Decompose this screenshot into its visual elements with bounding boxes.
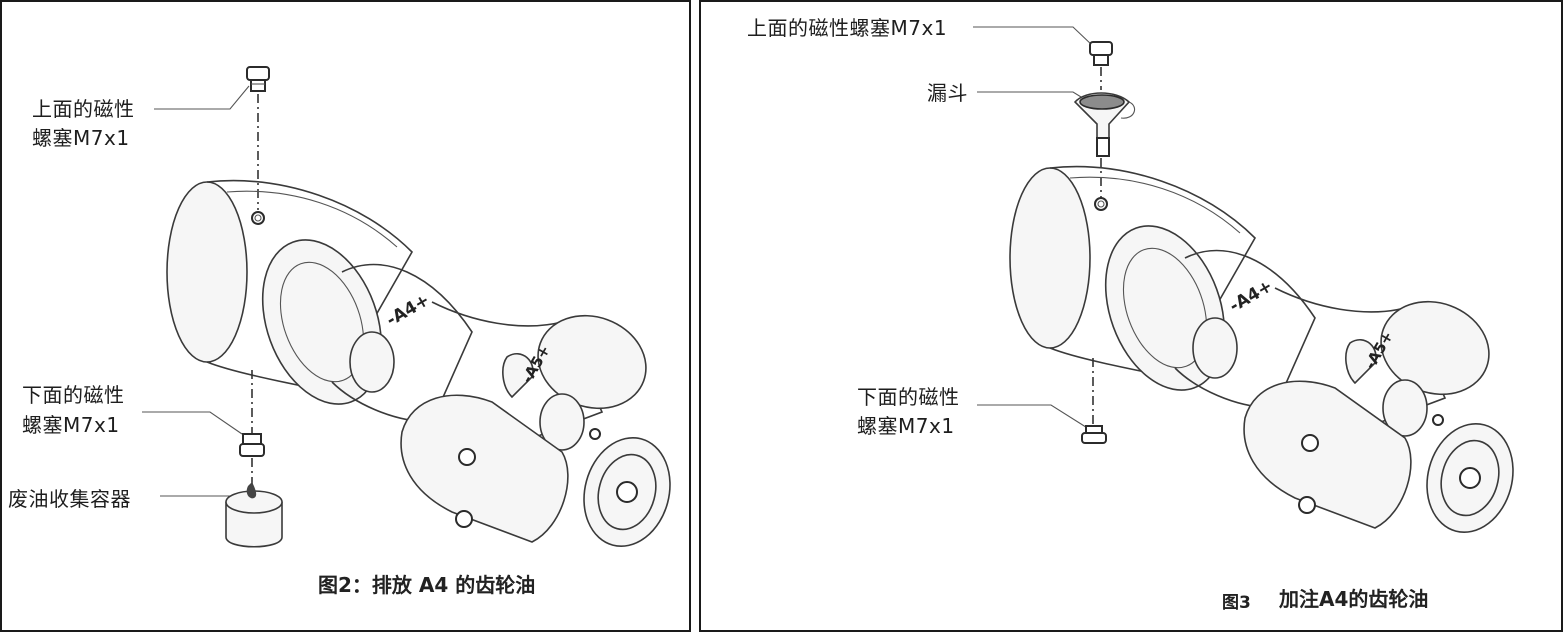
funnel-icon — [1073, 92, 1136, 157]
leader-upper-plug — [973, 26, 1094, 47]
robot-arm-icon — [1009, 165, 1514, 534]
waste-oil-container-icon — [225, 482, 283, 548]
magnetic-plug-icon — [246, 66, 270, 92]
figure-2-panel: -A4+ -A5+ 上面的磁性 螺塞M7x1 下面的磁性 螺塞M7x1 废油收集… — [0, 0, 691, 632]
leader-lower-plug — [142, 411, 243, 435]
leader-upper-plug — [154, 85, 250, 110]
label-waste-container: 废油收集容器 — [8, 487, 131, 511]
caption-figure-3-text: 加注A4的齿轮油 — [1279, 587, 1429, 611]
magnetic-plug-icon — [1081, 425, 1107, 444]
label-lower-plug-line1: 下面的磁性 — [857, 385, 960, 409]
caption-figure-3-number: 图3 — [1222, 593, 1251, 613]
label-lower-plug-line2: 螺塞M7x1 — [857, 414, 955, 438]
label-funnel: 漏斗 — [927, 81, 968, 105]
label-upper-plug-line1: 上面的磁性 — [32, 97, 135, 121]
label-lower-plug-line2: 螺塞M7x1 — [22, 413, 120, 437]
label-upper-plug: 上面的磁性螺塞M7x1 — [747, 16, 948, 40]
magnetic-plug-icon — [1089, 41, 1113, 66]
leader-funnel — [977, 91, 1087, 101]
magnetic-plug-icon — [239, 433, 265, 457]
axis-mark-a4: -A4+ — [1226, 276, 1276, 316]
leader-lower-plug — [977, 404, 1090, 430]
label-lower-plug-line1: 下面的磁性 — [22, 383, 125, 407]
caption-figure-2: 图2：排放 A4 的齿轮油 — [318, 573, 536, 597]
robot-arm-icon — [166, 179, 671, 548]
robot-arm-drain-diagram: -A4+ -A5+ — [142, 66, 671, 548]
figure-3-panel: -A4+ -A5+ 上面的磁性螺塞M7x1 漏斗 下面的磁性 螺塞M7x1 图3… — [699, 0, 1563, 632]
label-upper-plug-line2: 螺塞M7x1 — [32, 126, 130, 150]
axis-mark-a4: -A4+ — [383, 290, 433, 330]
robot-arm-fill-diagram: -A4+ -A5+ — [973, 26, 1514, 534]
